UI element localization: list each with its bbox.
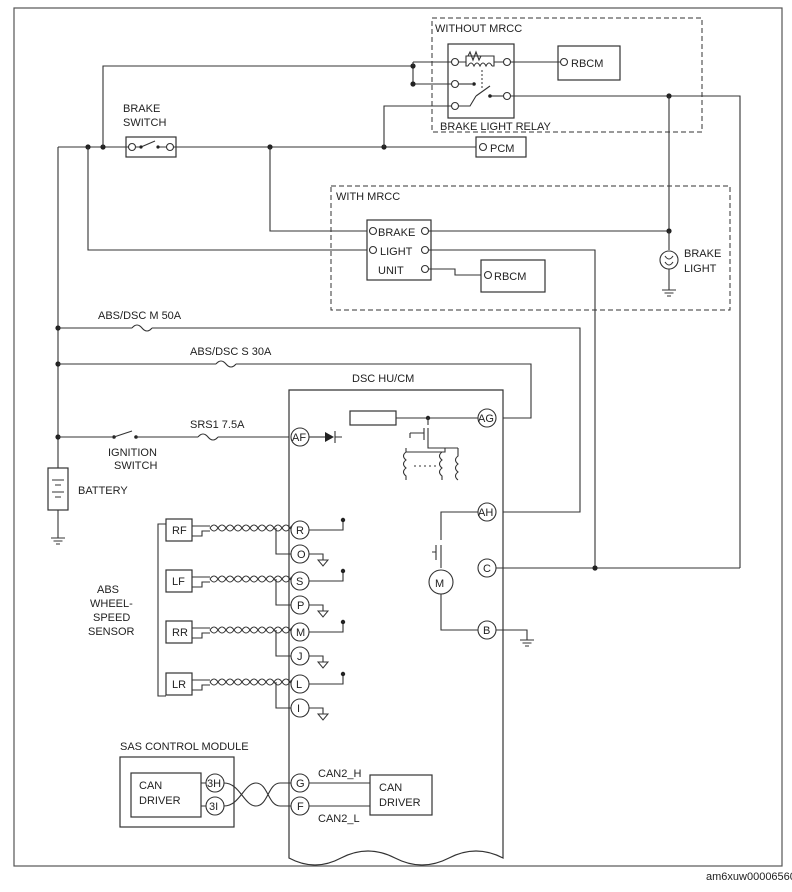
abs-sensor-label-1: ABS	[97, 584, 119, 596]
sensor-label: LF	[172, 576, 185, 588]
rbcm-top	[557, 45, 621, 81]
fuse-srs-label: SRS1 7.5A	[190, 419, 245, 431]
sensor-label: RR	[172, 627, 188, 639]
pin-ag: AG	[478, 413, 494, 425]
pin-af: AF	[292, 432, 306, 444]
can2-l-label: CAN2_L	[318, 813, 360, 825]
pin-s: S	[296, 576, 303, 588]
can-driver-left-2: DRIVER	[139, 795, 181, 807]
sas-module-label: SAS CONTROL MODULE	[120, 741, 249, 753]
with-mrcc-label: WITH MRCC	[336, 191, 400, 203]
can-driver-right-1: CAN	[379, 782, 402, 794]
pin-3h: 3H	[207, 778, 221, 790]
brake-switch-label-1: BRAKE	[123, 103, 160, 115]
brake-light-unit-label-1: BRAKE	[378, 227, 415, 239]
pin-3i: 3I	[209, 801, 218, 813]
pin-i: I	[297, 703, 300, 715]
brake-light-label-1: BRAKE	[684, 248, 721, 260]
pin-c: C	[483, 563, 491, 575]
sensor-row-rf: RF RO	[165, 517, 346, 567]
can-driver-right-2: DRIVER	[379, 797, 421, 809]
pin-ah: AH	[478, 507, 493, 519]
sensor-row-lf: LF SP	[165, 568, 346, 618]
with-mrcc-region	[330, 185, 731, 311]
pin-j: J	[297, 651, 303, 663]
sensor-row-rr: RR MJ	[165, 619, 346, 669]
sensor-row-lr: LR LI	[165, 671, 346, 721]
pin-g: G	[296, 778, 305, 790]
brake-light-bulb	[659, 250, 679, 270]
battery	[47, 467, 69, 511]
battery-label: BATTERY	[78, 485, 128, 497]
abs-sensor-label-2: WHEEL-	[90, 598, 133, 610]
pin-o: O	[297, 549, 306, 561]
sensor-label: LR	[172, 679, 186, 691]
pin-p: P	[297, 600, 304, 612]
abs-sensor-label-4: SENSOR	[88, 626, 135, 638]
dsc-module-body	[288, 389, 504, 866]
brake-light-unit-label-3: UNIT	[378, 265, 404, 277]
ignition-label-1: IGNITION	[108, 447, 157, 459]
rbcm-mid-label: RBCM	[494, 271, 526, 283]
without-mrcc-label: WITHOUT MRCC	[435, 23, 522, 35]
ignition-label-2: SWITCH	[114, 460, 157, 472]
sensor-box	[165, 518, 193, 542]
pin-b: B	[483, 625, 490, 637]
pin-m: M	[296, 627, 305, 639]
sensor-box	[165, 569, 193, 593]
motor-label: M	[435, 578, 444, 590]
sensor-box	[165, 620, 193, 644]
brake-light-label-2: LIGHT	[684, 263, 717, 275]
sensor-box	[165, 672, 193, 696]
dsc-module-label: DSC HU/CM	[352, 373, 414, 385]
fuse-abs-m-label: ABS/DSC M 50A	[98, 310, 182, 322]
pcm	[475, 136, 527, 158]
sensor-label: RF	[172, 525, 187, 537]
figure-id: am6xuw00006560	[706, 871, 792, 883]
can-driver-left-1: CAN	[139, 780, 162, 792]
pcm-label: PCM	[490, 143, 514, 155]
brake-light-relay-label: BRAKE LIGHT RELAY	[440, 121, 552, 133]
brake-switch-label-2: SWITCH	[123, 117, 166, 129]
can2-h-label: CAN2_H	[318, 768, 361, 780]
fuse-abs-s-label: ABS/DSC S 30A	[190, 346, 272, 358]
pin-r: R	[296, 525, 304, 537]
brake-light-unit-label-2: LIGHT	[380, 246, 413, 258]
pin-f: F	[297, 801, 304, 813]
abs-sensor-label-3: SPEED	[93, 612, 130, 624]
rbcm-top-label: RBCM	[571, 58, 603, 70]
diagram-frame	[13, 7, 783, 867]
pin-l: L	[296, 679, 302, 691]
